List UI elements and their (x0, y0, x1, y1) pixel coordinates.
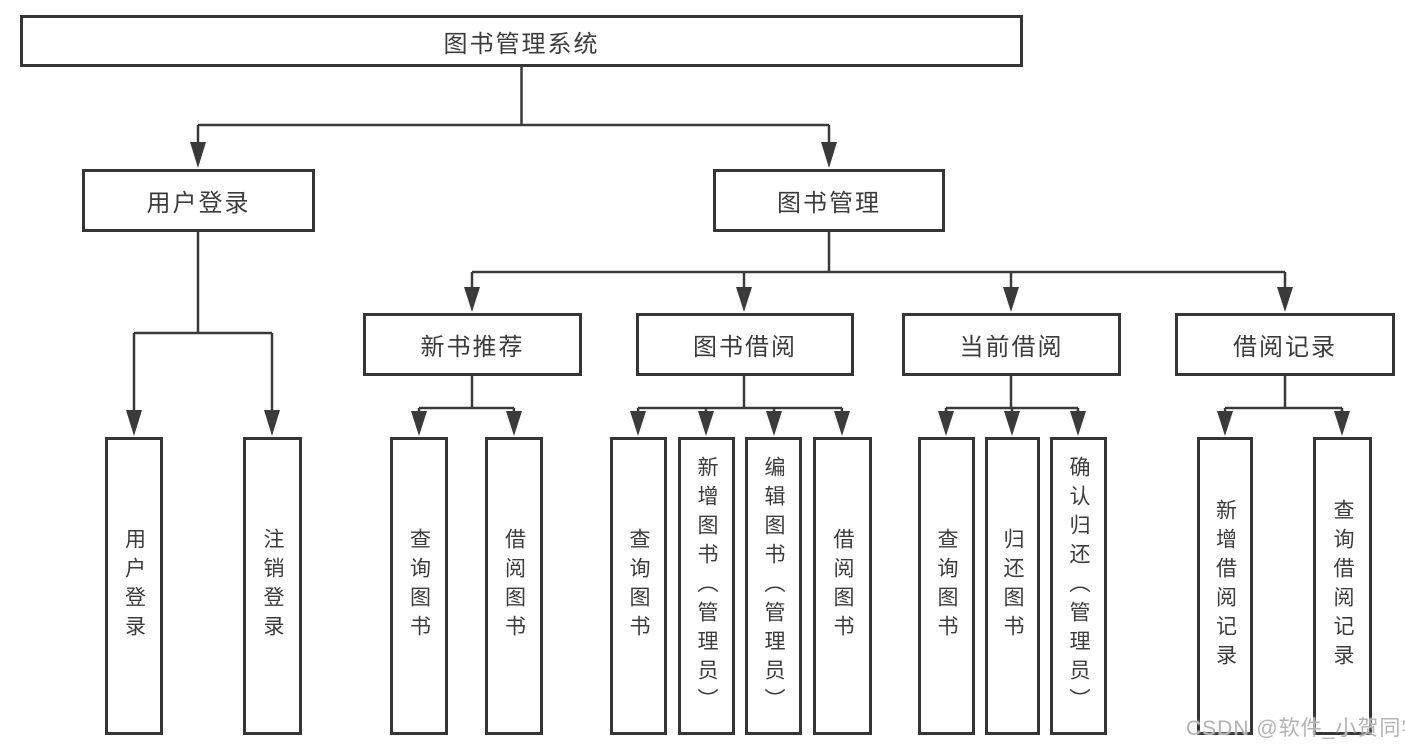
leaf-nb-query-books: 查询图书 (390, 437, 448, 735)
leaf-cb-query-books: 查询图书 (918, 437, 975, 735)
leaf-bb-query-books: 查询图书 (610, 437, 667, 735)
csdn-watermark: CSDN @软件_小贺同学 (1186, 717, 1405, 740)
leaf-bb-add-books-admin: 新增图书（管理员） (678, 437, 735, 735)
leaf-cb-confirm-return-admin: 确认归还（管理员） (1050, 437, 1107, 735)
node-book-borrow: 图书借阅 (636, 313, 854, 376)
leaf-nb-borrow-books: 借阅图书 (485, 437, 543, 735)
node-root-system: 图书管理系统 (20, 15, 1023, 67)
node-current-borrow: 当前借阅 (902, 313, 1121, 376)
leaf-bb-borrow-books: 借阅图书 (813, 437, 872, 735)
node-book-management: 图书管理 (713, 169, 945, 232)
node-user-login: 用户登录 (82, 169, 315, 232)
leaf-logout: 注销登录 (243, 437, 302, 735)
leaf-bb-edit-books-admin: 编辑图书（管理员） (745, 437, 802, 735)
leaf-br-add-record: 新增借阅记录 (1197, 437, 1253, 735)
node-new-book-recommend: 新书推荐 (363, 313, 582, 376)
node-borrow-records: 借阅记录 (1175, 313, 1395, 376)
leaf-br-query-record: 查询借阅记录 (1313, 437, 1372, 735)
leaf-user-login: 用户登录 (105, 437, 163, 735)
leaf-cb-return-books: 归还图书 (985, 437, 1040, 735)
